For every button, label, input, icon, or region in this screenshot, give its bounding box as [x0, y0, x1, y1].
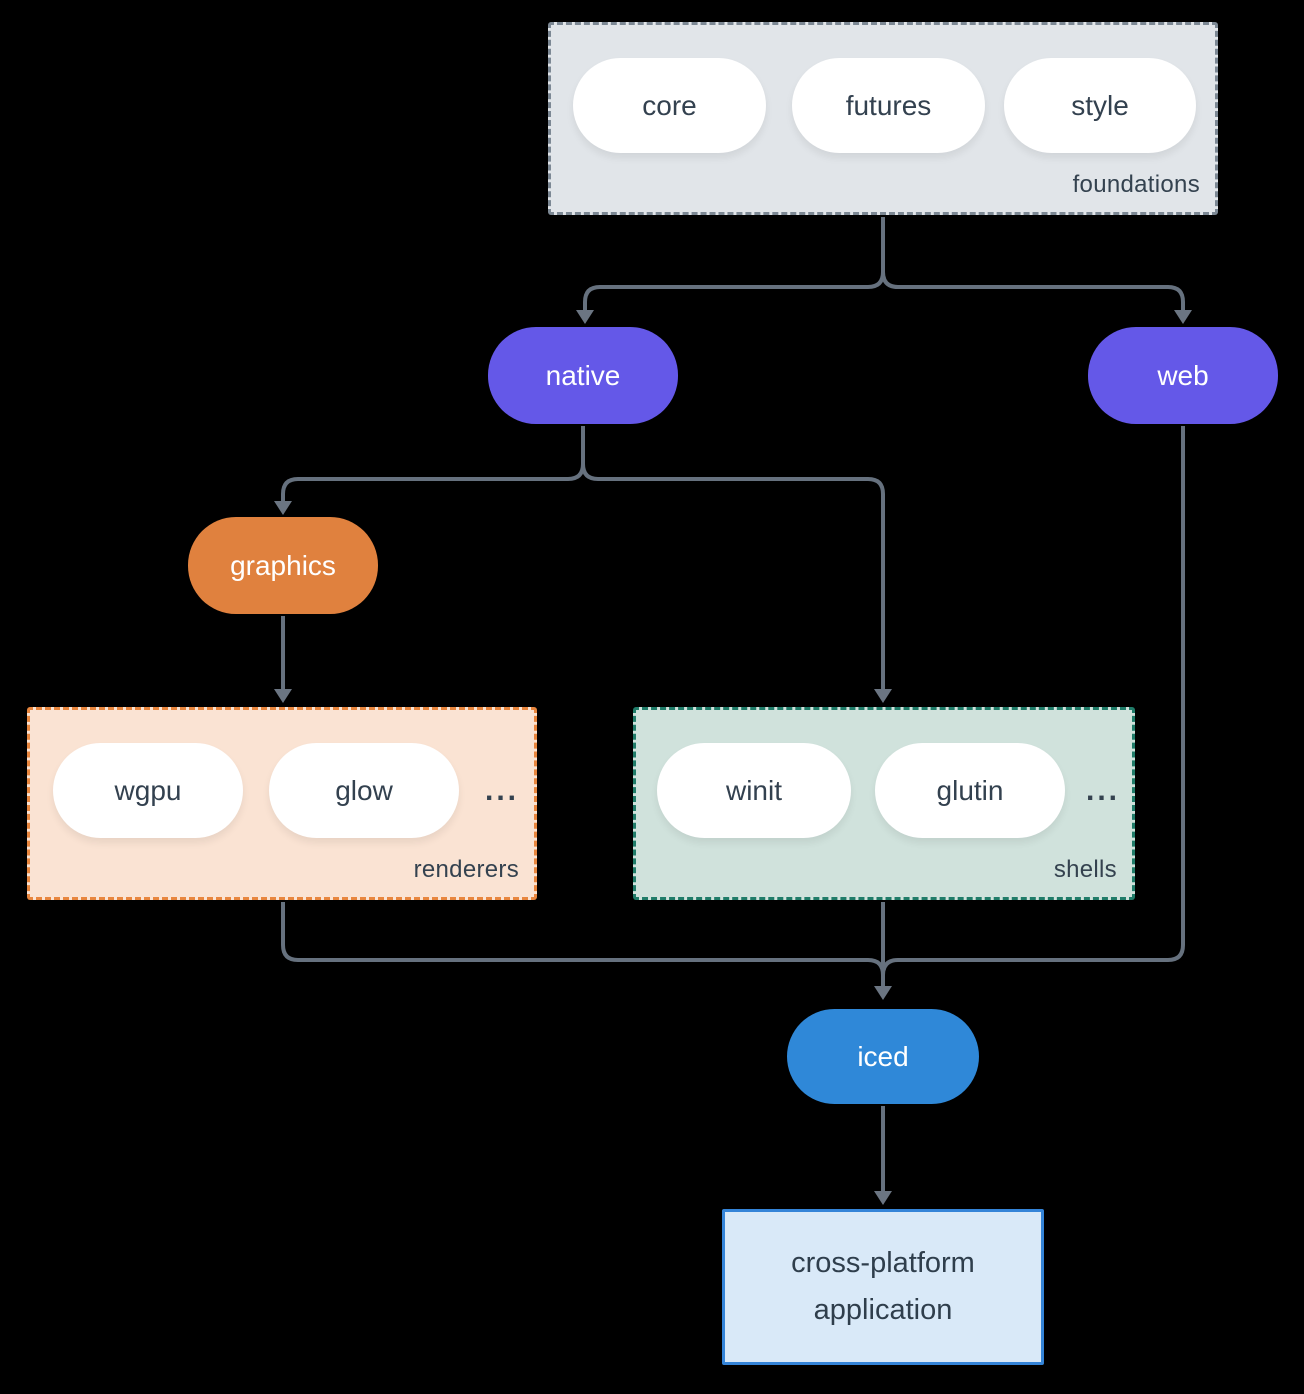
- pill-style: style: [1004, 58, 1196, 153]
- pill-glow: glow: [269, 743, 459, 838]
- pill-glutin: glutin: [875, 743, 1065, 838]
- renderers-ellipsis: ...: [484, 773, 519, 807]
- node-cross-platform-application: cross-platform application: [722, 1209, 1044, 1365]
- node-iced: iced: [787, 1009, 979, 1104]
- arrowhead-web: [1174, 310, 1192, 324]
- arrowhead-iced: [874, 986, 892, 1000]
- group-renderers: wgpu glow ... renderers: [27, 707, 537, 900]
- pill-winit: winit: [657, 743, 851, 838]
- shells-ellipsis: ...: [1085, 773, 1120, 807]
- connector-foundations-web: [881, 217, 1185, 310]
- pill-futures: futures: [792, 58, 985, 153]
- arrowhead-graphics: [274, 501, 292, 515]
- pill-wgpu: wgpu: [53, 743, 243, 838]
- group-label-renderers: renderers: [413, 856, 519, 883]
- node-native: native: [488, 327, 678, 424]
- group-label-foundations: foundations: [1072, 171, 1200, 198]
- group-foundations: core futures style foundations: [548, 22, 1218, 215]
- connector-web-iced: [881, 426, 1185, 984]
- node-web: web: [1088, 327, 1278, 424]
- pill-core: core: [573, 58, 766, 153]
- connector-native-shells: [581, 426, 885, 689]
- node-graphics: graphics: [188, 517, 378, 614]
- app-label-line2: application: [813, 1294, 953, 1326]
- group-label-shells: shells: [1053, 856, 1117, 883]
- arrowhead-shells: [874, 689, 892, 703]
- app-label-line1: cross-platform: [791, 1247, 975, 1279]
- group-shells: winit glutin ... shells: [633, 707, 1135, 900]
- arrowhead-application: [874, 1191, 892, 1205]
- arrowhead-native: [576, 310, 594, 324]
- connector-renderers-iced: [281, 902, 885, 984]
- arrowhead-renderers: [274, 689, 292, 703]
- connector-foundations-native: [583, 217, 885, 310]
- connector-native-graphics: [281, 426, 585, 501]
